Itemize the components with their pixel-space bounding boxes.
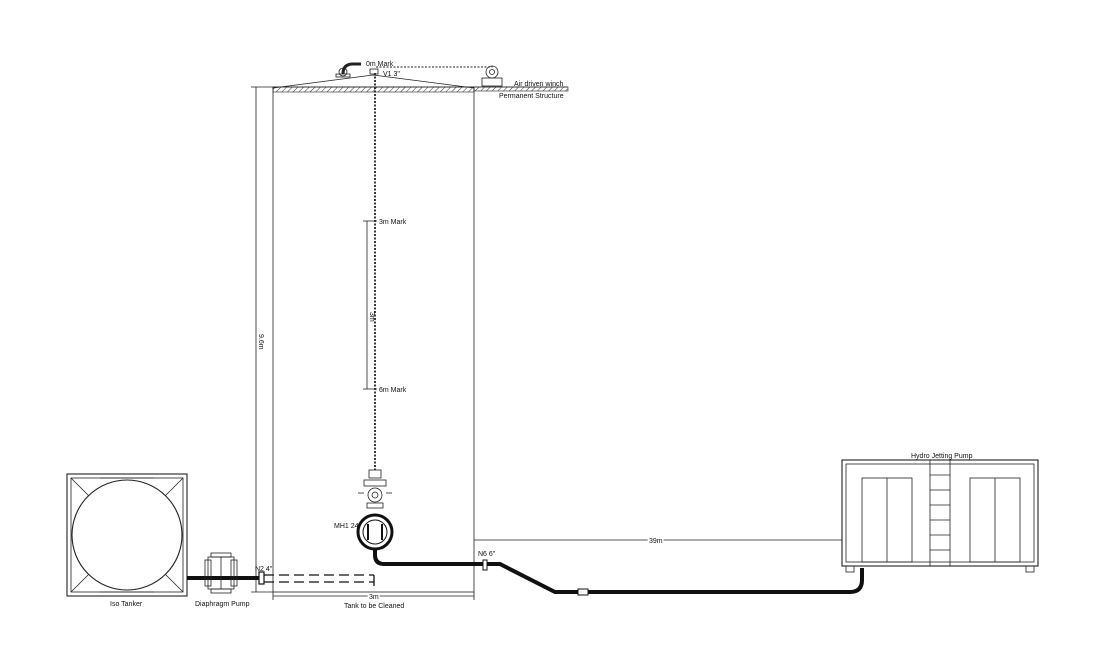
label-n6: N6 6" <box>478 551 496 558</box>
tank-roof <box>272 74 475 89</box>
label-air-winch: Air driven winch <box>514 81 564 88</box>
winch-cable <box>376 66 493 68</box>
internal-suction-pipe <box>264 574 375 586</box>
label-span-3m: 3m <box>368 312 375 322</box>
hose-coupling <box>577 588 589 596</box>
tank-roof-hatch <box>272 86 475 93</box>
n6-nozzle-flange <box>482 559 488 571</box>
iso-tanker-icon <box>66 473 188 597</box>
label-permanent-structure: Permanent Structure <box>499 93 564 100</box>
label-zero-mark: 0m Mark <box>366 61 394 68</box>
permanent-structure <box>473 86 569 92</box>
label-n2: N2 4" <box>255 566 273 573</box>
label-three-mark: 3m Mark <box>379 219 407 226</box>
label-height: 9.6m <box>257 334 264 350</box>
top-hose-fitting-icon <box>335 62 379 78</box>
label-tank-width: 3m <box>369 594 379 601</box>
label-hydro-pump: Hydro Jetting Pump <box>911 453 973 460</box>
label-distance-39m: 39m <box>649 538 663 545</box>
hydro-jetting-pump-icon <box>841 459 1039 573</box>
label-v1: V1 3" <box>383 71 400 78</box>
manhole-mh1-icon <box>356 513 394 551</box>
label-diaphragm-pump: Diaphragm Pump <box>195 601 250 608</box>
label-six-mark: 6m Mark <box>379 387 407 394</box>
label-iso-tanker: Iso Tanker <box>110 601 143 608</box>
air-winch-icon <box>481 65 503 87</box>
rotating-nozzle-icon <box>358 469 392 509</box>
diaphragm-pump-icon <box>204 552 238 594</box>
tank-width-dimension <box>272 592 475 600</box>
label-tank: Tank to be Cleaned <box>344 603 404 610</box>
n2-nozzle-flange <box>258 571 265 585</box>
mark-span-dimension <box>363 220 377 390</box>
height-dimension <box>251 86 273 593</box>
label-mh1: MH1 24" <box>334 523 362 530</box>
high-pressure-hose <box>373 548 864 594</box>
